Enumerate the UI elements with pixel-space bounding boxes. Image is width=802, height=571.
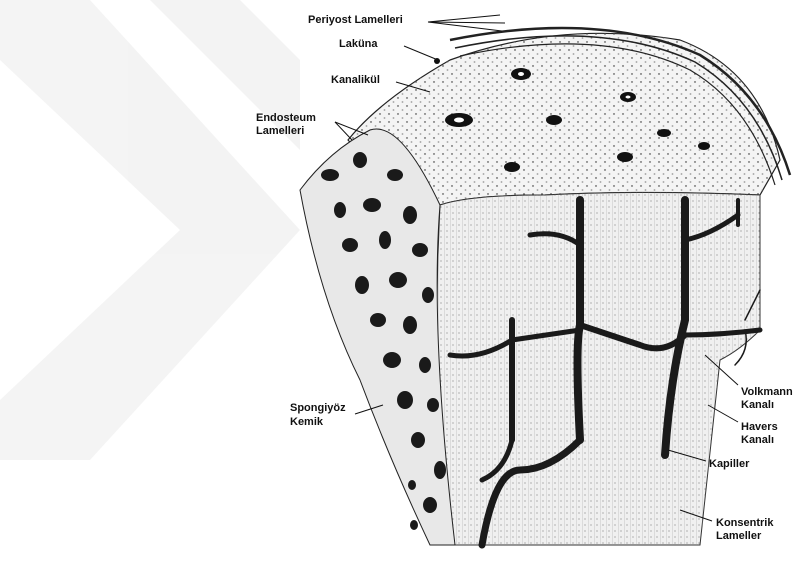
- concentric-lamellae-label-line1: Konsentrik: [716, 517, 773, 530]
- volkmann-label-line1: Volkmann: [741, 386, 793, 399]
- volkmann-label-line2: Kanalı: [741, 399, 774, 412]
- endosteum-label-line2: Lamelleri: [256, 125, 304, 138]
- concentric-lamellae-label-line2: Lameller: [716, 530, 761, 543]
- spongy-bone-label-line1: Spongiyöz: [290, 402, 346, 415]
- watermark-chevron: [0, 0, 300, 460]
- spongy-bone-label-line2: Kemik: [290, 416, 323, 429]
- capillary-label: Kapiller: [709, 458, 749, 471]
- havers-label-line2: Kanalı: [741, 434, 774, 447]
- havers-label-line1: Havers: [741, 421, 778, 434]
- canaliculus-label: Kanalikül: [331, 74, 380, 87]
- endosteum-label-line1: Endosteum: [256, 112, 316, 125]
- lacuna-label: Laküna: [339, 38, 378, 51]
- spongy-bone: [300, 129, 455, 545]
- periosteal-lamellae-label: Periyost Lamelleri: [308, 14, 403, 27]
